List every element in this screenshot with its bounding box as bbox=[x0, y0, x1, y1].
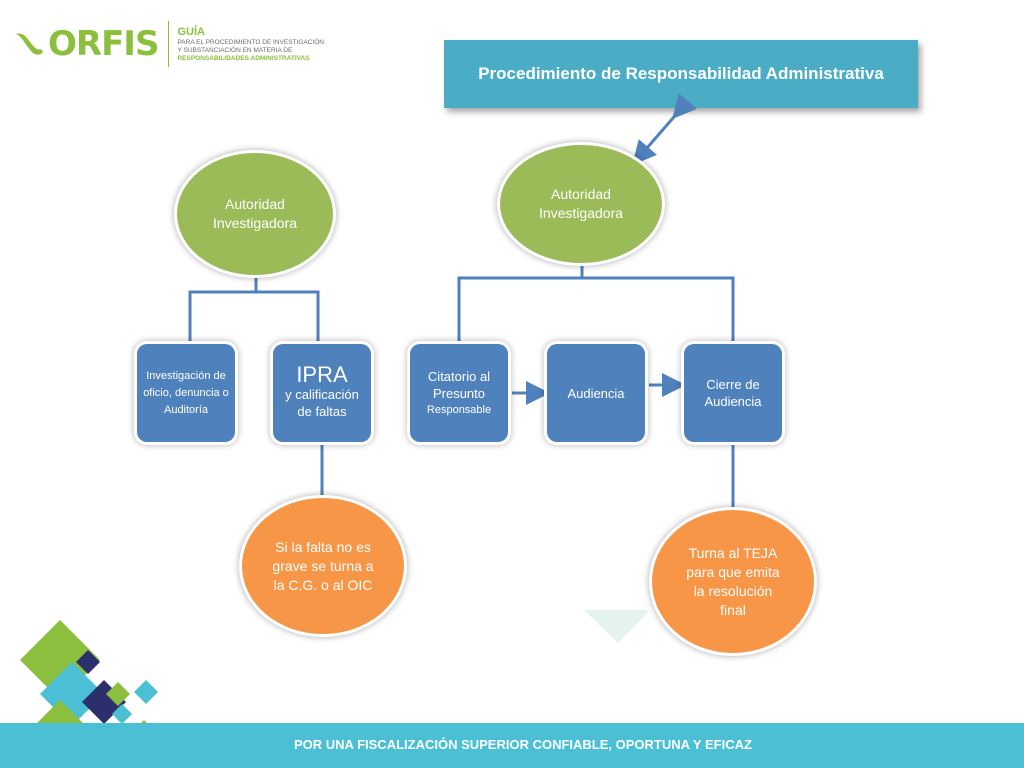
turna-teja-oval: Turna al TEJA para que emita la resoluci… bbox=[652, 510, 814, 653]
ipra-box: IPRA y calificación de faltas bbox=[273, 344, 371, 442]
logo-word: ORFIS bbox=[48, 24, 159, 64]
title-to-oval-arrow bbox=[632, 93, 697, 166]
falta-no-grave-oval: Si la falta no es grave se turna a la C.… bbox=[242, 498, 404, 634]
ipra-sub-label: y calificación de faltas bbox=[285, 387, 359, 419]
orfis-logo: ORFIS GUÍA PARA EL PROCEDIMIENTO DE INVE… bbox=[14, 18, 324, 70]
left-bracket bbox=[188, 290, 320, 345]
diamond-cyan-small-2 bbox=[112, 704, 132, 724]
audiencia-label: Audiencia bbox=[567, 385, 625, 401]
faded-chevron bbox=[584, 610, 650, 643]
citatorio-small-label: Responsable bbox=[426, 403, 492, 416]
footer-bar bbox=[0, 723, 1024, 768]
diamond-green-small bbox=[106, 682, 130, 706]
diamond-navy bbox=[76, 650, 100, 674]
guide-line-1: PARA EL PROCEDIMIENTO DE INVESTIGACIÓN bbox=[177, 38, 324, 46]
cierre-label: Cierre de Audiencia bbox=[704, 377, 762, 409]
citatorio-label: Citatorio al Presunto bbox=[427, 368, 491, 401]
guide-text: GUÍA PARA EL PROCEDIMIENTO DE INVESTIGAC… bbox=[177, 26, 324, 63]
autoridad-investigadora-right: Autoridad Investigadora bbox=[500, 145, 662, 263]
ipra-label: IPRA bbox=[296, 362, 348, 387]
guide-line-2: Y SUBSTANCIACIÓN EN MATERIA DE bbox=[177, 46, 293, 54]
audiencia-box: Audiencia bbox=[547, 344, 645, 442]
guide-line-3: RESPONSABILIDADES ADMINISTRATIVAS bbox=[177, 54, 310, 62]
right-bracket bbox=[457, 276, 735, 342]
autoridad-investigadora-left: Autoridad Investigadora bbox=[177, 153, 333, 275]
veracruz-map-icon bbox=[16, 33, 43, 55]
investigacion-label: Investigación de oficio, denuncia o Audi… bbox=[143, 369, 229, 416]
guide-title: GUÍA bbox=[177, 25, 205, 38]
investigacion-box: Investigación de oficio, denuncia o Audi… bbox=[137, 344, 235, 442]
citatorio-box: Citatorio al Presunto Responsable bbox=[410, 344, 508, 442]
diamond-cyan-small bbox=[134, 680, 158, 704]
footer-text: POR UNA FISCALIZACIÓN SUPERIOR CONFIABLE… bbox=[294, 737, 752, 752]
cierre-box: Cierre de Audiencia bbox=[684, 344, 782, 442]
diagram-title: Procedimiento de Responsabilidad Adminis… bbox=[444, 40, 918, 108]
logo-divider bbox=[168, 21, 170, 67]
